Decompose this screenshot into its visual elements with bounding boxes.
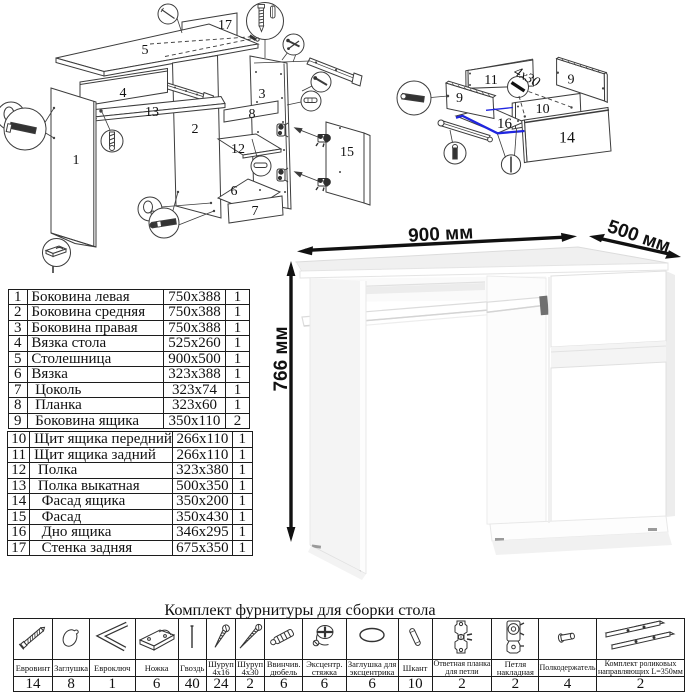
svg-text:900 мм: 900 мм <box>408 222 474 246</box>
svg-text:6: 6 <box>231 184 238 199</box>
svg-text:7: 7 <box>252 204 259 219</box>
svg-text:10: 10 <box>536 102 550 117</box>
svg-text:4: 4 <box>120 86 127 101</box>
svg-text:5: 5 <box>142 43 149 58</box>
svg-text:8: 8 <box>249 107 256 122</box>
svg-text:2: 2 <box>192 122 199 137</box>
svg-text:17: 17 <box>218 18 232 33</box>
svg-text:9: 9 <box>456 91 463 106</box>
svg-text:13: 13 <box>145 105 159 120</box>
svg-text:11: 11 <box>484 73 497 88</box>
svg-text:9: 9 <box>568 73 575 88</box>
svg-text:16: 16 <box>497 116 513 132</box>
svg-text:12: 12 <box>231 142 245 157</box>
svg-text:1: 1 <box>73 153 80 168</box>
svg-text:766 мм: 766 мм <box>271 326 292 391</box>
svg-text:15: 15 <box>340 145 354 160</box>
svg-text:3: 3 <box>259 87 266 102</box>
svg-text:14: 14 <box>559 130 575 147</box>
svg-text:500 мм: 500 мм <box>605 216 673 257</box>
